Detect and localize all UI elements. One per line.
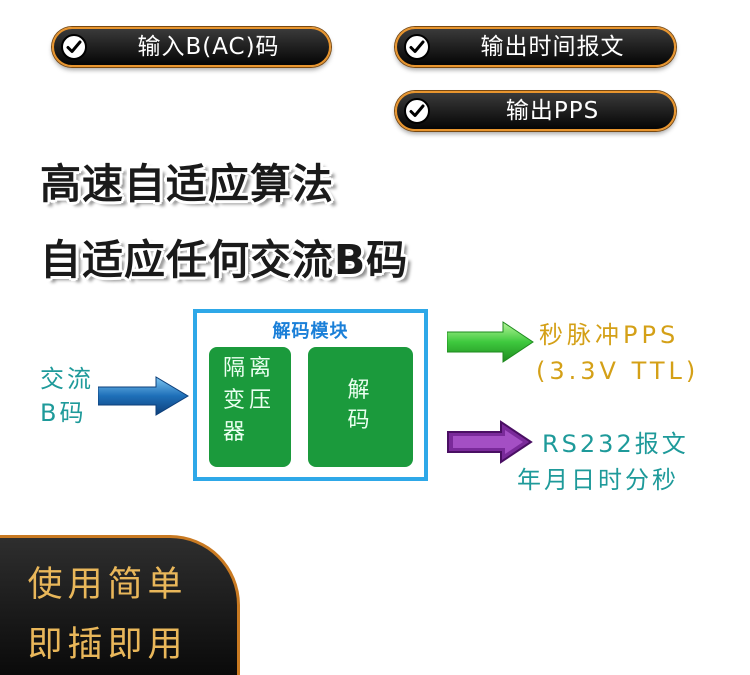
pps-output-line1: 秒脉冲PPS xyxy=(539,321,680,349)
check-circle-icon xyxy=(404,98,430,124)
transformer-text-line1: 隔离 xyxy=(223,356,276,381)
isolation-transformer-box: 隔离 变压 器 xyxy=(209,347,291,467)
feature-pill-input-b: 输入B(AC)码 xyxy=(52,27,331,67)
decoder-text-line2: 码 xyxy=(347,408,374,433)
pps-output-line2: (3.3V TTL) xyxy=(536,357,700,385)
feature-label-output-time: 输出时间报文 xyxy=(480,34,625,60)
transformer-text-line2: 变压 xyxy=(223,388,276,413)
pps-output-label: 秒脉冲PPS (3.3V TTL) xyxy=(536,317,700,389)
badge-line1: 使用简单 xyxy=(27,565,188,605)
feature-pill-output-pps: 输出PPS xyxy=(395,91,676,131)
rs232-output-label: RS232报文 年月日时分秒 xyxy=(517,426,689,498)
check-circle-icon xyxy=(404,34,430,60)
rs232-output-line1: RS232报文 xyxy=(542,430,689,458)
check-circle-icon xyxy=(61,34,87,60)
rs232-output-line2: 年月日时分秒 xyxy=(517,466,679,494)
decoder-text-line1: 解 xyxy=(347,378,374,403)
input-label: 交流 B码 xyxy=(40,362,94,430)
rs232-arrow-icon xyxy=(447,420,533,464)
pps-arrow-icon xyxy=(447,321,534,363)
ease-of-use-badge: 使用简单 即插即用 xyxy=(0,535,240,675)
input-label-line2: B码 xyxy=(40,399,87,427)
transformer-text-line3: 器 xyxy=(223,420,250,445)
headline-adaptive: 自适应任何交流B码 xyxy=(40,236,409,284)
decoder-box: 解 码 xyxy=(308,347,413,467)
feature-pill-output-time: 输出时间报文 xyxy=(395,27,676,67)
module-title: 解码模块 xyxy=(272,321,349,342)
input-arrow-icon xyxy=(98,376,189,416)
headline-algorithm: 高速自适应算法 xyxy=(40,160,334,208)
decode-module: 解码模块 隔离 变压 器 解 码 xyxy=(193,309,428,481)
feature-label-output-pps: 输出PPS xyxy=(505,98,600,124)
feature-label-input-b: 输入B(AC)码 xyxy=(137,34,280,60)
input-label-line1: 交流 xyxy=(40,365,94,393)
badge-line2: 即插即用 xyxy=(27,625,188,665)
